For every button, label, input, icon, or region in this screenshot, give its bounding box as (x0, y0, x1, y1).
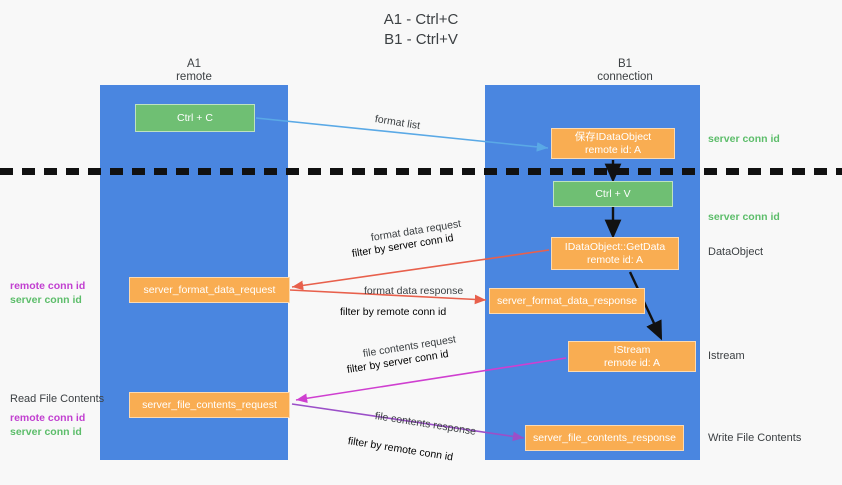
lane-b1-role: connection (597, 71, 653, 83)
box-istream-line2: remote id: A (603, 356, 661, 369)
edge-label-file-contents-response: file contents response (374, 410, 477, 438)
box-server-file-contents-response-label: server_file_contents_response (532, 431, 676, 444)
box-server-file-contents-request-label: server_file_contents_request (142, 398, 277, 411)
edge-filter-prefix-3: filter by (346, 358, 382, 376)
box-ctrl-v[interactable]: Ctrl + V (553, 181, 673, 207)
annotation-dataobject: DataObject (708, 246, 764, 258)
box-save-idataobject-line2: remote id: A (584, 143, 642, 156)
diagram-title: A1 - Ctrl+C B1 - Ctrl+V (0, 10, 842, 50)
edge-label-format-data-response: format data response (364, 285, 464, 297)
box-istream[interactable]: IStream remote id: A (568, 341, 696, 372)
lane-b1-name: B1 (617, 58, 633, 70)
box-server-format-data-request[interactable]: server_format_data_request (129, 277, 290, 303)
annotation-left-remote-conn-id-1: remote conn id (10, 280, 86, 292)
box-idataobject-getdata-line2: remote id: A (586, 253, 644, 266)
edge-filter-prefix-4: filter by (347, 435, 383, 453)
annotation-write-file-contents: Write File Contents (708, 432, 802, 444)
box-save-idataobject-line1: 保存IDataObject (574, 130, 652, 143)
edge-filter-prefix-1: filter by (351, 242, 387, 260)
lane-header-b1: B1 connection (555, 58, 695, 84)
box-idataobject-getdata-line1: IDataObject::GetData (564, 240, 666, 253)
box-server-format-data-response[interactable]: server_format_data_response (489, 288, 645, 314)
box-ctrl-v-label: Ctrl + V (595, 187, 631, 200)
box-save-idataobject[interactable]: 保存IDataObject remote id: A (551, 128, 675, 159)
edge-filter-format-data-response: filter by remote conn id (340, 305, 446, 319)
annotation-left-remote-conn-id-2: remote conn id (10, 412, 86, 424)
edge-label-format-list: format list (374, 113, 421, 133)
box-istream-line1: IStream (613, 343, 651, 356)
box-ctrl-c[interactable]: Ctrl + C (135, 104, 255, 132)
annotation-read-file-contents: Read File Contents (10, 393, 105, 405)
box-idataobject-getdata[interactable]: IDataObject::GetData remote id: A (551, 237, 679, 270)
annotation-left-server-conn-id-1: server conn id (10, 294, 82, 306)
box-server-file-contents-request[interactable]: server_file_contents_request (129, 392, 290, 418)
edge-filter-file-contents-response: filter by remote conn id (347, 434, 454, 464)
box-server-format-data-response-label: server_format_data_response (496, 294, 638, 307)
box-server-file-contents-response[interactable]: server_file_contents_response (525, 425, 684, 451)
lane-header-a1: A1 remote (124, 58, 264, 84)
title-line-2: B1 - Ctrl+V (384, 31, 458, 48)
box-ctrl-c-label: Ctrl + C (177, 111, 213, 124)
edge-filter-value-4: remote conn id (383, 440, 454, 464)
annotation-server-conn-id-mid: server conn id (708, 211, 780, 223)
edge-filter-prefix-2: filter by (340, 306, 374, 318)
title-line-1: A1 - Ctrl+C (383, 11, 459, 28)
phase-divider (0, 168, 842, 175)
lane-a1-name: A1 (186, 58, 202, 70)
box-server-format-data-request-label: server_format_data_request (143, 283, 276, 296)
lane-a1-role: remote (176, 71, 212, 83)
annotation-istream: Istream (708, 350, 745, 362)
annotation-server-conn-id-top: server conn id (708, 133, 780, 145)
edge-filter-value-2: remote conn id (376, 306, 447, 318)
annotation-left-server-conn-id-2: server conn id (10, 426, 82, 438)
